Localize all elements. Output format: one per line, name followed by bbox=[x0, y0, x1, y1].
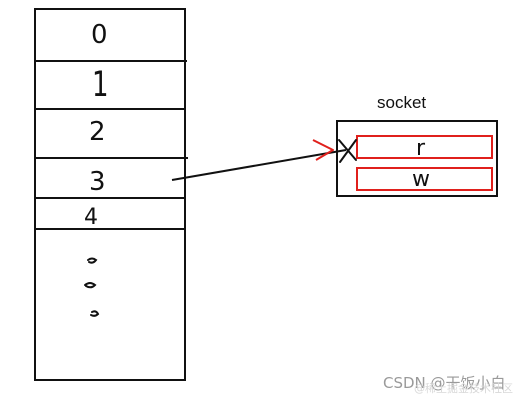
fd-table bbox=[34, 8, 186, 381]
pointer-arrow-head bbox=[312, 139, 334, 161]
write-buffer-label: w bbox=[412, 167, 430, 192]
watermark: CSDN @干饭小白 bbox=[383, 374, 506, 392]
read-buffer bbox=[356, 135, 493, 159]
pointer-arrow-line bbox=[171, 149, 347, 181]
watermark-faint: @稀土掘金技术社区 bbox=[414, 381, 513, 395]
fd-cell-1-label: 1 bbox=[92, 64, 109, 105]
read-buffer-label: r bbox=[416, 136, 426, 161]
socket-box bbox=[336, 120, 498, 197]
socket-title: socket bbox=[377, 93, 426, 112]
continuation-dots bbox=[84, 257, 100, 317]
fd-cell-3-label: 3 bbox=[89, 167, 106, 197]
pointer-cross-mark bbox=[338, 139, 357, 163]
fd-cell-2-label: 2 bbox=[89, 117, 106, 147]
fd-cell-4-label: 4 bbox=[84, 205, 98, 230]
write-buffer bbox=[356, 167, 493, 191]
fd-cell-0-label: 0 bbox=[91, 20, 108, 50]
